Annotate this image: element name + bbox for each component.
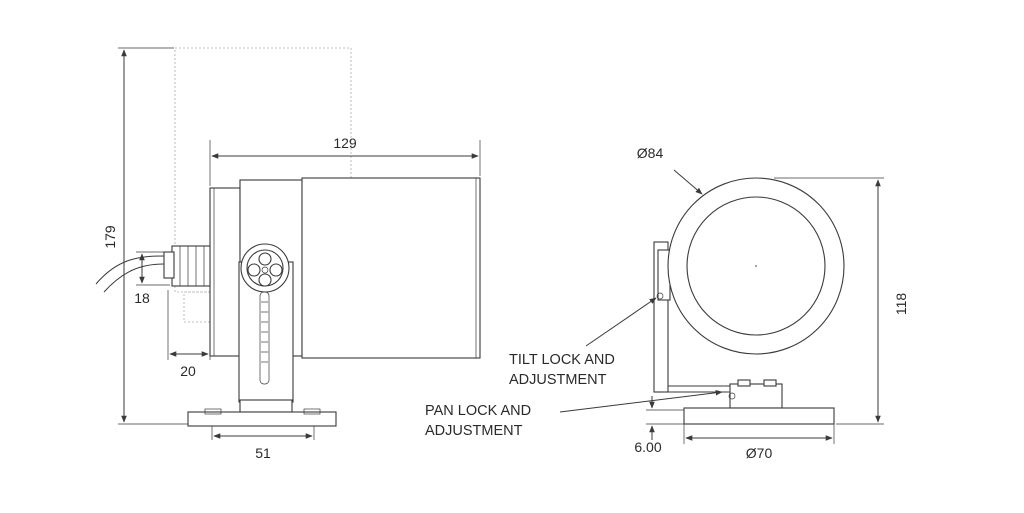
dim-118-label: 118 [893, 293, 909, 316]
dim-179: 179 [102, 47, 188, 425]
tilt-annotation: TILT LOCK AND ADJUSTMENT [509, 297, 657, 388]
dim-129-label: 129 [333, 135, 357, 151]
dim-51: 51 [211, 426, 315, 461]
dim-20: 20 [167, 290, 211, 379]
tilt-label-line2: ADJUSTMENT [509, 372, 607, 388]
pan-annotation: PAN LOCK AND ADJUSTMENT [425, 389, 723, 439]
cable-gland [163, 245, 211, 287]
slot-ticks [261, 301, 268, 363]
dim-51-label: 51 [255, 445, 271, 461]
dim-diameter-70: Ø70 [683, 424, 835, 461]
dim-diameter-84-label: Ø84 [637, 145, 664, 161]
pedestal [239, 399, 293, 413]
dim-6-label: 6.00 [634, 439, 661, 455]
front-yoke [653, 241, 740, 393]
dim-18: 18 [134, 251, 170, 306]
front-pan-base [683, 379, 835, 425]
lens-ring [667, 177, 845, 355]
main-cylinder [301, 177, 481, 359]
pan-label-line2: ADJUSTMENT [425, 423, 523, 439]
pan-label-line1: PAN LOCK AND [425, 403, 531, 419]
dim-diameter-70-label: Ø70 [746, 445, 773, 461]
rear-cap [209, 187, 241, 357]
dim-129: 129 [209, 135, 481, 186]
dim-diameter-84: Ø84 [637, 145, 703, 195]
side-view: 179 129 18 20 51 [95, 47, 481, 461]
dim-179-label: 179 [102, 225, 118, 249]
base-plate [187, 411, 337, 427]
cable [95, 255, 165, 285]
front-view: Ø84 118 6.00 Ø70 TILT LOCK AND [425, 145, 909, 461]
tilt-knob [240, 243, 290, 293]
dim-6: 6.00 [634, 396, 684, 455]
tilt-label-line1: TILT LOCK AND [509, 352, 615, 368]
dim-20-label: 20 [180, 363, 196, 379]
dim-118: 118 [774, 177, 909, 425]
dim-18-label: 18 [134, 290, 150, 306]
